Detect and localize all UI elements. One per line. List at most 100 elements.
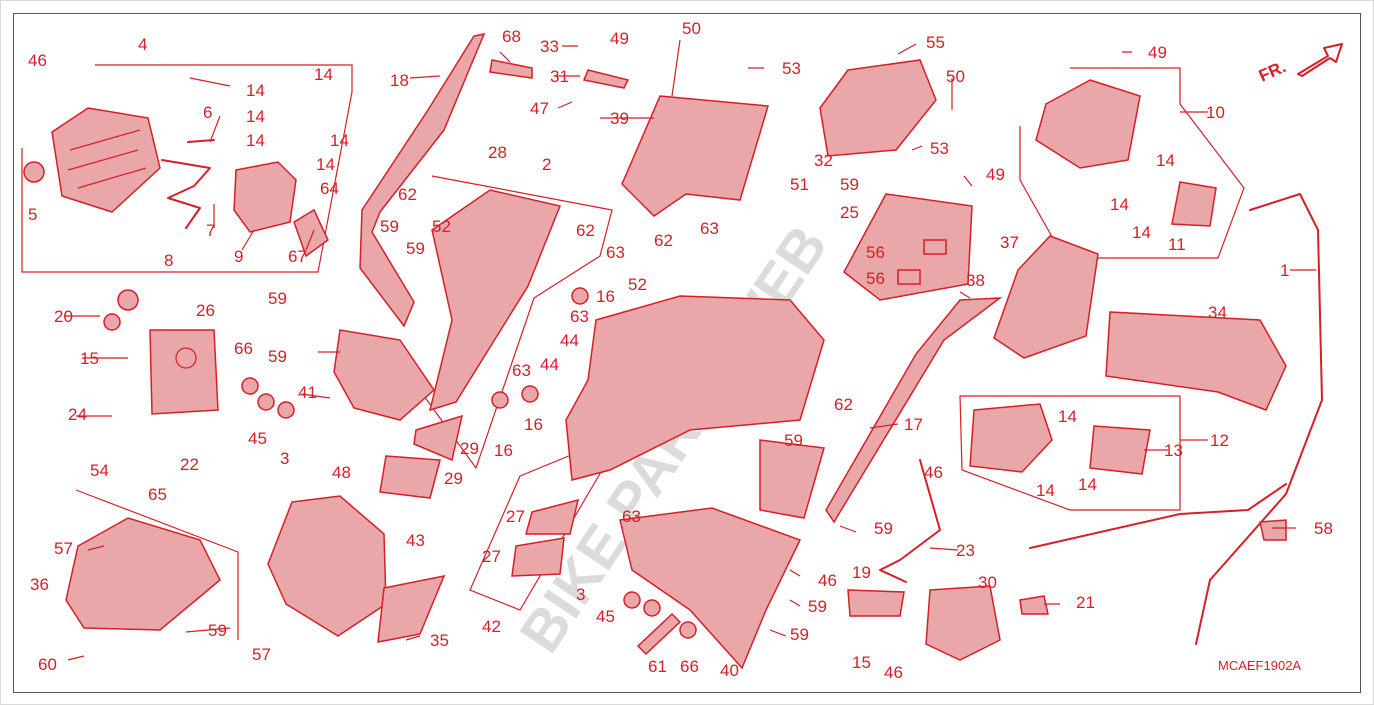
figure-code: MCAEF1902A: [1218, 658, 1301, 673]
part-label: 44: [560, 331, 579, 350]
part-label: 62: [398, 185, 417, 204]
part-label: 45: [596, 607, 615, 626]
part-label: 6: [203, 103, 212, 122]
part-label: 66: [234, 339, 253, 358]
part-label: 14: [1078, 475, 1097, 494]
part-label: 3: [280, 449, 289, 468]
part-label: 67: [288, 247, 307, 266]
part-label: 22: [180, 455, 199, 474]
part-label: 50: [682, 19, 701, 38]
part-label: 56: [866, 269, 885, 288]
part-label: 59: [874, 519, 893, 538]
part-label: 34: [1208, 303, 1227, 322]
part-label: 58: [1314, 519, 1333, 538]
part-label: 63: [570, 307, 589, 326]
part-label: 62: [576, 221, 595, 240]
part-label: 37: [1000, 233, 1019, 252]
part-label: 17: [904, 415, 923, 434]
part-label: 35: [430, 631, 449, 650]
part-label: 23: [956, 541, 975, 560]
part-label: 14: [1156, 151, 1175, 170]
part-label: 51: [790, 175, 809, 194]
leader-lines: [64, 39, 1316, 661]
part-label: 7: [206, 221, 215, 240]
part-label: 18: [390, 71, 409, 90]
part-label: 47: [530, 99, 549, 118]
part-label: 59: [784, 431, 803, 450]
part-label: 14: [246, 107, 265, 126]
part-label: 11: [1168, 235, 1186, 254]
part-label: 46: [924, 463, 943, 482]
part-label: 48: [332, 463, 351, 482]
part-label: 40: [720, 661, 739, 680]
part-label: 14: [1110, 195, 1129, 214]
part-label: 8: [164, 251, 173, 270]
part-label: 19: [852, 563, 871, 582]
part-label: 14: [314, 65, 333, 84]
part-label: 63: [622, 507, 641, 526]
part-label: 57: [252, 645, 271, 664]
part-label: 14: [330, 131, 349, 150]
part-label: 41: [298, 383, 317, 402]
part-label: 59: [268, 347, 287, 366]
part-label: 53: [782, 59, 801, 78]
part-label: 14: [246, 131, 265, 150]
part-label: 29: [460, 439, 479, 458]
part-label: 27: [482, 547, 501, 566]
part-label: 31: [550, 67, 569, 86]
part-label: 16: [524, 415, 543, 434]
part-label: 32: [814, 151, 833, 170]
part-label: 57: [54, 539, 73, 558]
part-label: 64: [320, 179, 339, 198]
part-shapes: [23, 32, 1323, 670]
part-label: 14: [1132, 223, 1151, 242]
part-label: 36: [30, 575, 49, 594]
part-label: 28: [488, 143, 507, 162]
part-label: 46: [28, 51, 47, 70]
part-label: 49: [1148, 43, 1167, 62]
part-label: 12: [1210, 431, 1229, 450]
part-label: 65: [148, 485, 167, 504]
part-label: 52: [628, 275, 647, 294]
part-label: 20: [54, 307, 73, 326]
part-label: 13: [1164, 441, 1183, 460]
part-label: 46: [818, 571, 837, 590]
part-label: 39: [610, 109, 629, 128]
part-label: 63: [606, 243, 625, 262]
part-label: 14: [316, 155, 335, 174]
part-label: 2: [542, 155, 551, 174]
part-label: 62: [654, 231, 673, 250]
group-outlines: [21, 64, 1245, 640]
part-label: 52: [432, 217, 451, 236]
part-label: 3: [576, 585, 585, 604]
part-label: 60: [38, 655, 57, 674]
part-label: 14: [246, 81, 265, 100]
part-label: 50: [946, 67, 965, 86]
part-label: 9: [234, 247, 243, 266]
part-label: 62: [834, 395, 853, 414]
direction-label: FR.: [1256, 57, 1289, 85]
part-label: 66: [680, 657, 699, 676]
part-label: 59: [406, 239, 425, 258]
part-label: 10: [1206, 103, 1225, 122]
part-label: 29: [444, 469, 463, 488]
part-label: 54: [90, 461, 109, 480]
part-labels: 4 46 5 6 7 8 9 14 14 14 14 14 14 64 67 1…: [28, 19, 1333, 682]
part-label: 63: [700, 219, 719, 238]
part-label: 59: [840, 175, 859, 194]
part-label: 16: [596, 287, 615, 306]
part-label: 44: [540, 355, 559, 374]
part-label: 26: [196, 301, 215, 320]
part-label: 24: [68, 405, 87, 424]
part-label: 15: [852, 653, 871, 672]
part-label: 61: [648, 657, 667, 676]
part-label: 30: [978, 573, 997, 592]
part-label: 1: [1280, 261, 1289, 280]
part-label: 59: [208, 621, 227, 640]
part-label: 59: [808, 597, 827, 616]
part-label: 21: [1076, 593, 1095, 612]
part-label: 49: [610, 29, 629, 48]
part-label: 59: [380, 217, 399, 236]
part-label: 46: [884, 663, 903, 682]
part-label: 45: [248, 429, 267, 448]
